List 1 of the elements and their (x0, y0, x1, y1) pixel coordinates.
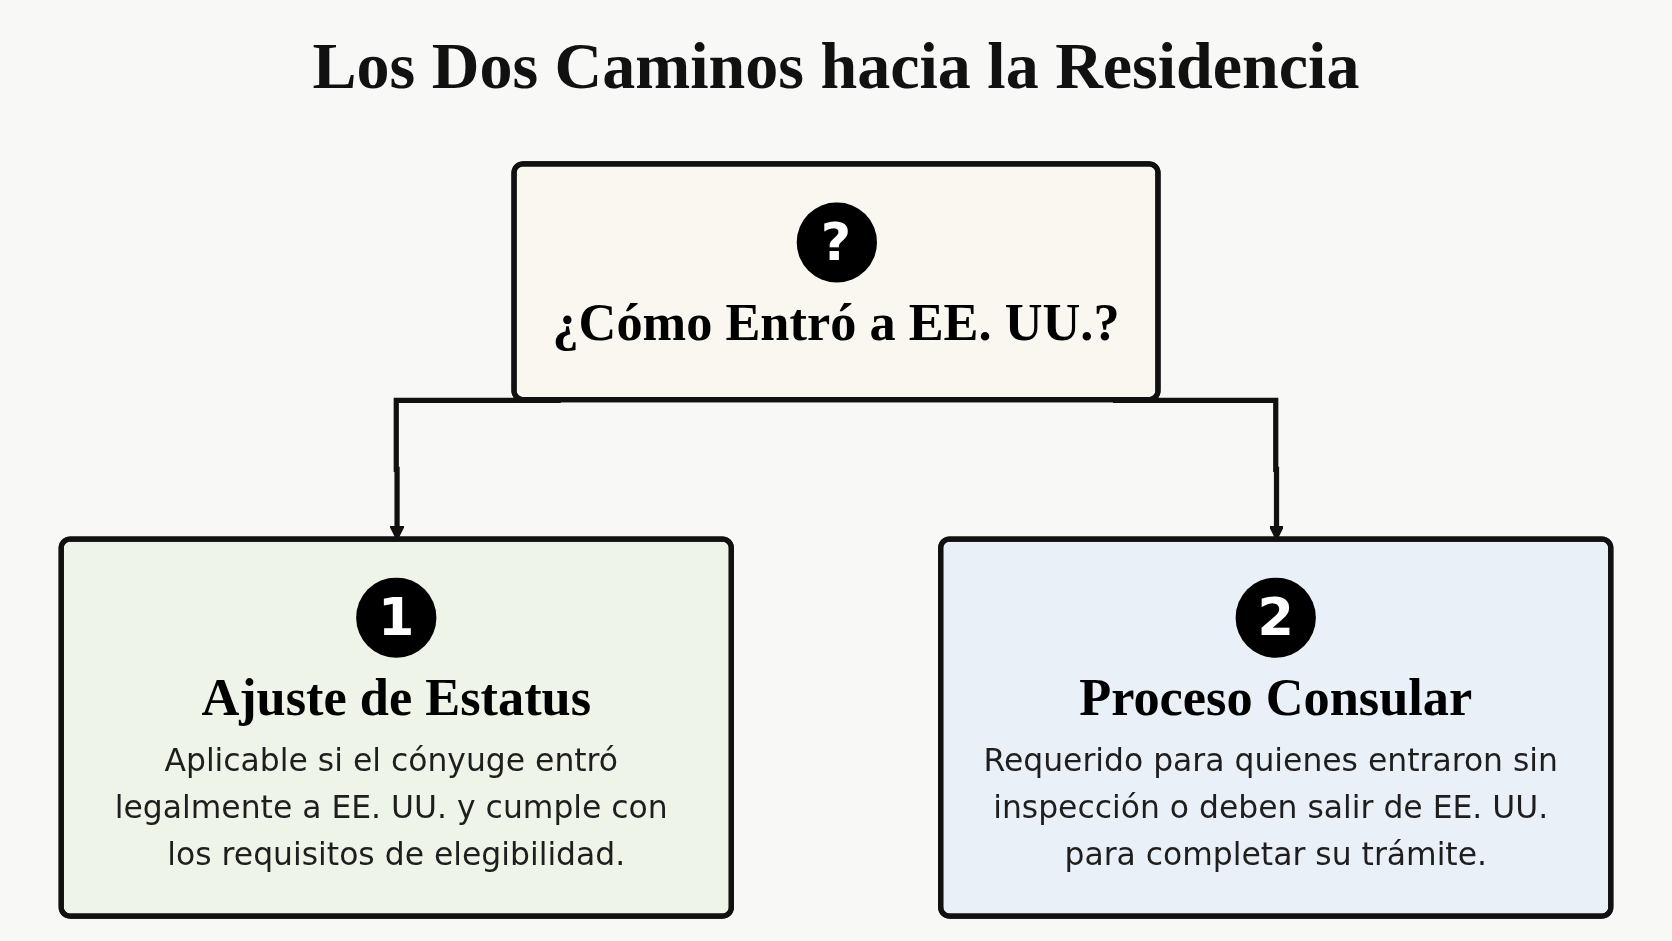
title: Los Dos Caminos hacia la Residencia (311, 28, 1361, 104)
